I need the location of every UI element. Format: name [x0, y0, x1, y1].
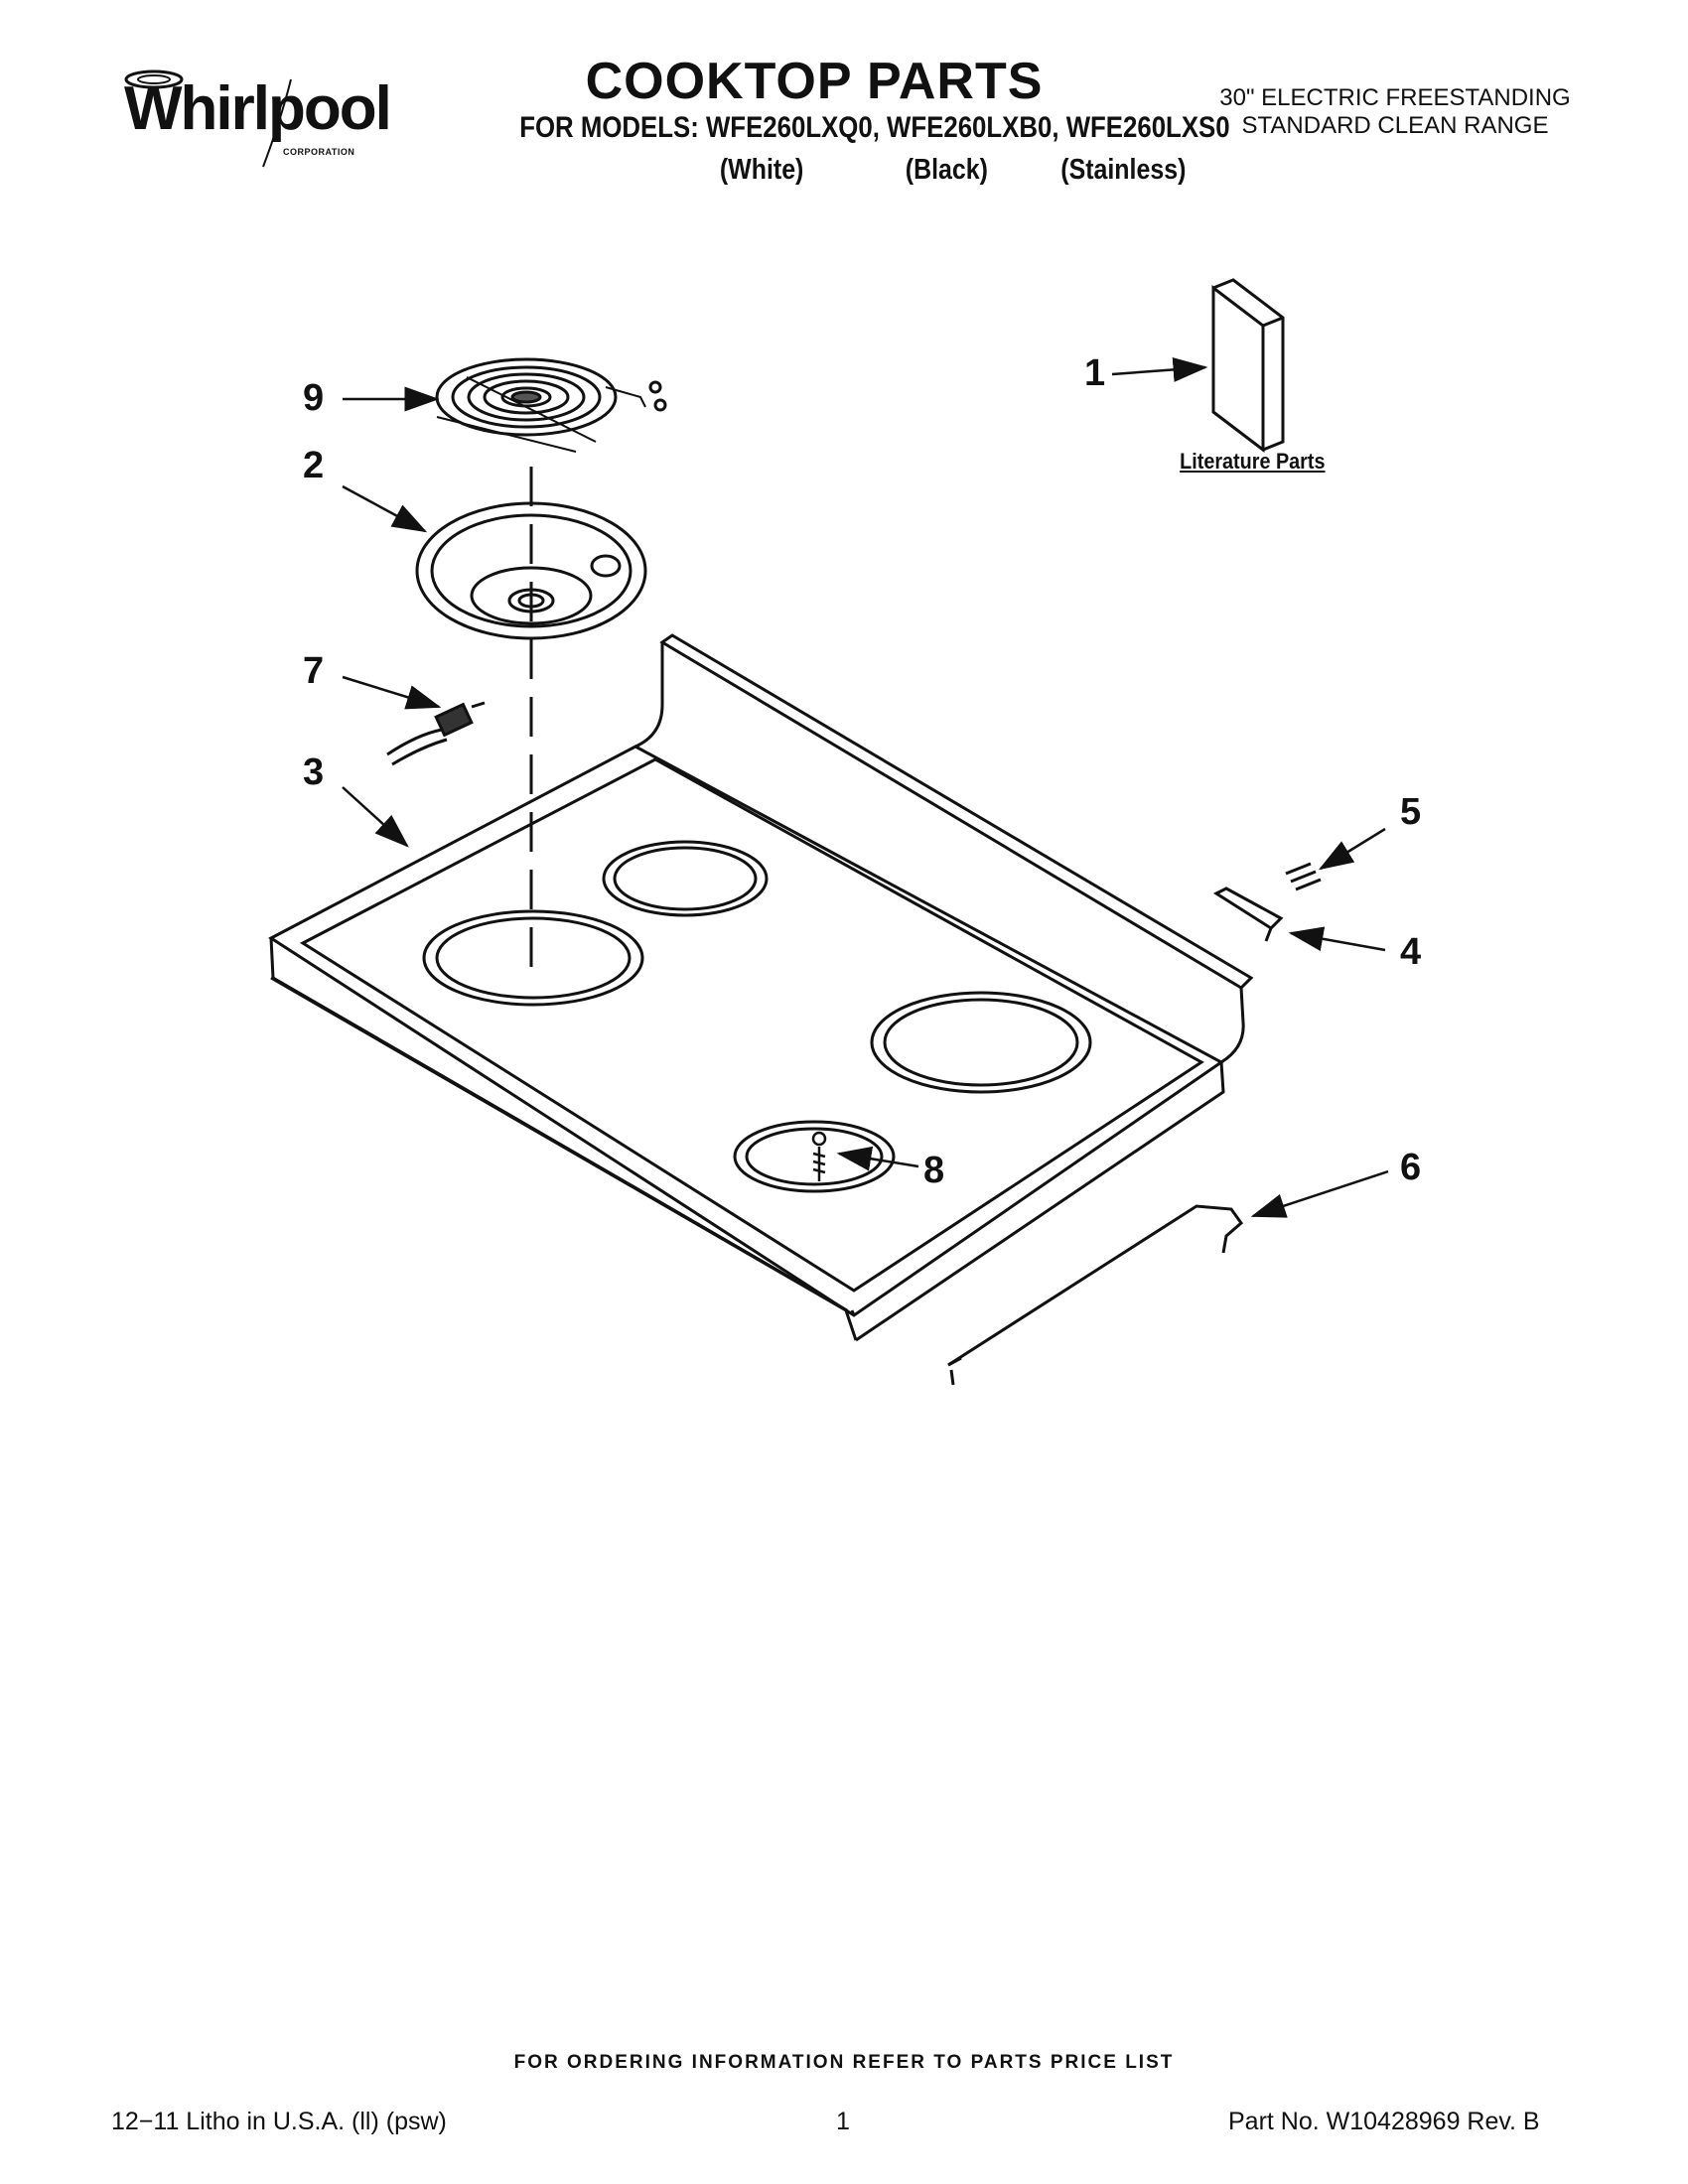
side-bracket — [1212, 862, 1322, 942]
literature-book — [1211, 278, 1285, 454]
range-description: 30" ELECTRIC FREESTANDING STANDARD CLEAN… — [1182, 84, 1609, 140]
color-white: (White) — [719, 154, 804, 186]
leader-arrows — [342, 356, 1389, 1218]
whirlpool-logo: Whirlpool CORPORATION — [114, 60, 392, 169]
callout-9: 9 — [303, 377, 325, 419]
color-stainless: (Stainless) — [1060, 154, 1187, 186]
brand-subtitle: CORPORATION — [283, 147, 355, 157]
footer-page-number: 1 — [836, 2108, 850, 2135]
footer-part-number: Part No. W10428969 Rev. B — [1228, 2108, 1540, 2135]
callout-7: 7 — [303, 650, 325, 692]
cooktop-main-top — [268, 633, 1254, 1342]
burner-screw — [811, 1131, 827, 1181]
models-line: FOR MODELS: WFE260LXQ0, WFE260LXB0, WFE2… — [519, 111, 1230, 144]
mounting-rod — [947, 1204, 1244, 1386]
page-title: COOKTOP PARTS — [585, 53, 1044, 110]
callout-8: 8 — [923, 1150, 945, 1191]
terminal-block — [386, 701, 486, 766]
range-line-1: 30" ELECTRIC FREESTANDING — [1219, 84, 1571, 111]
callout-1: 1 — [1084, 352, 1106, 394]
callout-4: 4 — [1400, 931, 1422, 973]
color-black: (Black) — [905, 154, 988, 186]
callout-6: 6 — [1400, 1147, 1422, 1188]
brand-name: Whirlpool — [124, 74, 392, 143]
logo-swirl-graphic — [124, 69, 292, 168]
callout-5: 5 — [1400, 791, 1422, 833]
callout-2: 2 — [303, 445, 325, 486]
ordering-note: FOR ORDERING INFORMATION REFER TO PARTS … — [513, 2052, 1175, 2073]
literature-parts-label: Literature Parts — [1180, 449, 1326, 474]
footer-litho: 12−11 Litho in U.S.A. (ll) (psw) — [111, 2108, 447, 2135]
callout-3: 3 — [303, 751, 325, 793]
surface-element — [435, 357, 667, 453]
range-line-2: STANDARD CLEAN RANGE — [1241, 112, 1549, 139]
